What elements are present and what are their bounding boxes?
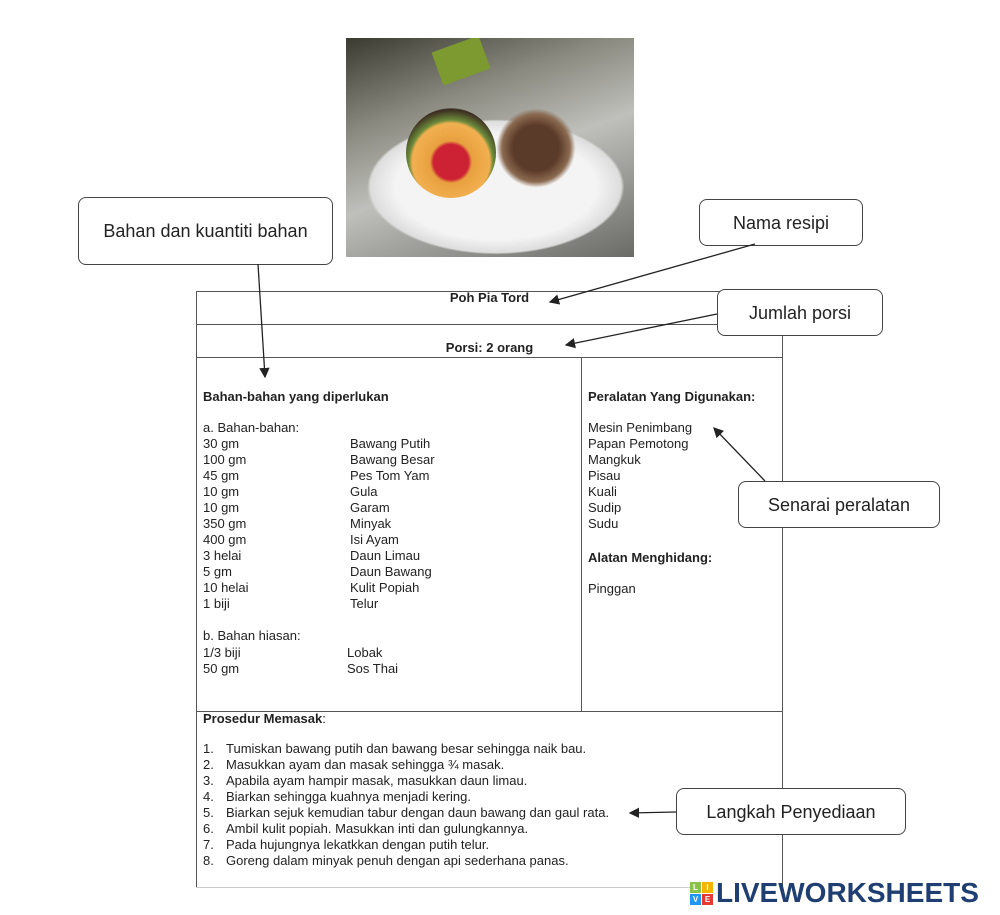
procedure-heading-text: Prosedur Memasak (203, 711, 323, 726)
serving-heading: Alatan Menghidang: (588, 550, 713, 565)
table-border (196, 887, 696, 888)
food-photo (346, 38, 634, 257)
tool-item: Mesin Penimbang (588, 420, 693, 435)
step-text: Pada hujungnya lekatkkan dengan putih te… (226, 837, 490, 852)
step-text: Apabila ayam hampir masak, masukkan daun… (226, 773, 528, 788)
recipe-title: Poh Pia Tord (449, 290, 530, 305)
liveworksheets-logo: L I V E LIVEWORKSHEETS (690, 877, 979, 909)
arrow-ingredients (257, 263, 270, 379)
table-divider (196, 711, 783, 712)
procedure-heading: Prosedur Memasak: (203, 711, 326, 727)
tool-item: Sudu (588, 516, 619, 531)
step-text: Goreng dalam minyak penuh dengan api sed… (226, 853, 569, 868)
serving-item: Pinggan (588, 581, 636, 596)
garnish-qty: 50 gm (203, 661, 240, 676)
step-text: Tumiskan bawang putih dan bawang besar s… (226, 741, 587, 756)
ingredient-qty: 100 gm (203, 452, 247, 467)
callout-steps: Langkah Penyediaan (676, 788, 906, 835)
callout-portion: Jumlah porsi (717, 289, 883, 336)
step-number: 6. (203, 821, 214, 836)
spring-rolls (496, 108, 576, 188)
arrow-recipe-name (548, 243, 756, 305)
step-text: Biarkan sehingga kuahnya menjadi kering. (226, 789, 471, 804)
table-border (196, 291, 197, 887)
ingredient-qty: 10 gm (203, 500, 240, 515)
table-divider (196, 357, 783, 358)
ingredients-heading: Bahan-bahan yang diperlukan (203, 389, 389, 404)
logo-tile: V (690, 893, 701, 905)
portion: Porsi: 2 orang (445, 340, 534, 355)
callout-recipe-name: Nama resipi (699, 199, 863, 246)
table-divider (581, 357, 582, 711)
step-number: 4. (203, 789, 214, 804)
tool-item: Papan Pemotong (588, 436, 689, 451)
ingredient-name: Daun Bawang (350, 564, 432, 579)
garnish-name: Lobak (347, 645, 383, 660)
step-text: Biarkan sejuk kemudian tabur dengan daun… (226, 805, 610, 820)
step-number: 7. (203, 837, 214, 852)
step-number: 5. (203, 805, 214, 820)
logo-tile: L (690, 881, 701, 893)
step-number: 3. (203, 773, 214, 788)
main-ingredients-label: a. Bahan-bahan: (203, 420, 300, 435)
step-text: Ambil kulit popiah. Masukkan inti dan gu… (226, 821, 529, 836)
garnish-name: Sos Thai (347, 661, 399, 676)
ingredient-name: Minyak (350, 516, 392, 531)
ingredient-name: Telur (350, 596, 379, 611)
arrow-steps (628, 807, 677, 819)
ingredient-name: Pes Tom Yam (350, 468, 430, 483)
table-border (196, 291, 783, 292)
step-number: 1. (203, 741, 214, 756)
ingredient-name: Bawang Putih (350, 436, 431, 451)
ingredient-qty: 350 gm (203, 516, 247, 531)
ingredient-name: Garam (350, 500, 390, 515)
garnish-flower (406, 108, 496, 198)
procedure-colon: : (322, 711, 326, 726)
tool-item: Pisau (588, 468, 621, 483)
logo-tile: I (702, 881, 713, 893)
ingredient-qty: 400 gm (203, 532, 247, 547)
logo-tiles: L I V E (690, 881, 713, 905)
ingredient-name: Kulit Popiah (350, 580, 420, 595)
ingredient-name: Gula (350, 484, 378, 499)
logo-text: LIVEWORKSHEETS (716, 877, 979, 908)
tool-item: Sudip (588, 500, 622, 515)
tool-item: Kuali (588, 484, 617, 499)
ingredient-qty: 3 helai (203, 548, 242, 563)
ingredient-qty: 45 gm (203, 468, 240, 483)
step-number: 8. (203, 853, 214, 868)
step-text: Masukkan ayam dan masak sehingga ¾ masak… (226, 757, 505, 772)
garnish-label: b. Bahan hiasan: (203, 628, 301, 643)
ingredient-name: Bawang Besar (350, 452, 435, 467)
logo-tile: E (702, 893, 713, 905)
table-border (782, 291, 783, 887)
ingredient-qty: 10 helai (203, 580, 249, 595)
ingredient-qty: 30 gm (203, 436, 240, 451)
garnish-qty: 1/3 biji (203, 645, 241, 660)
table-divider (196, 324, 783, 325)
step-number: 2. (203, 757, 214, 772)
ingredient-name: Daun Limau (350, 548, 421, 563)
arrow-tools (713, 427, 766, 482)
callout-tools: Senarai peralatan (738, 481, 940, 528)
callout-ingredients: Bahan dan kuantiti bahan (78, 197, 333, 265)
ingredient-qty: 1 biji (203, 596, 230, 611)
ingredient-qty: 5 gm (203, 564, 232, 579)
ingredient-name: Isi Ayam (350, 532, 399, 547)
arrow-portion (564, 313, 718, 349)
ingredient-qty: 10 gm (203, 484, 240, 499)
tool-item: Mangkuk (588, 452, 641, 467)
tools-heading: Peralatan Yang Digunakan: (588, 389, 756, 404)
